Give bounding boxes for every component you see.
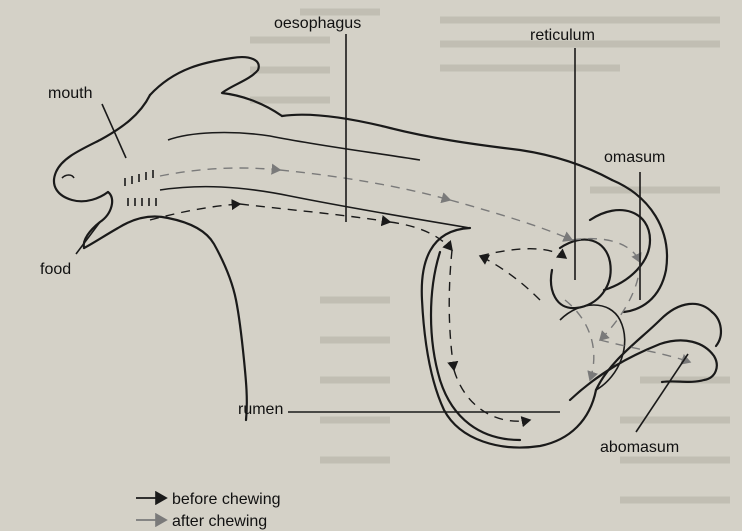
label-omasum: omasum: [604, 149, 665, 166]
legend: before chewing after chewing: [136, 491, 281, 530]
legend-before-chewing-label: before chewing: [172, 491, 281, 508]
animal-head-outline: [54, 57, 612, 420]
label-food: food: [40, 261, 71, 278]
label-oesophagus: oesophagus: [274, 15, 361, 32]
label-mouth: mouth: [48, 85, 92, 102]
flow-before-chewing: [150, 204, 566, 421]
teeth-lower: [128, 198, 156, 206]
abomasum-outline: [560, 304, 721, 400]
legend-after-chewing-label: after chewing: [172, 513, 267, 530]
label-abomasum: abomasum: [600, 439, 679, 456]
teeth-upper: [125, 170, 153, 186]
label-reticulum: reticulum: [530, 27, 595, 44]
reticulum-outline: [551, 240, 611, 309]
rumen-outline: [422, 228, 596, 448]
label-rumen: rumen: [238, 401, 283, 418]
background-page-texture: [250, 12, 730, 500]
leader-lines: [76, 34, 688, 432]
